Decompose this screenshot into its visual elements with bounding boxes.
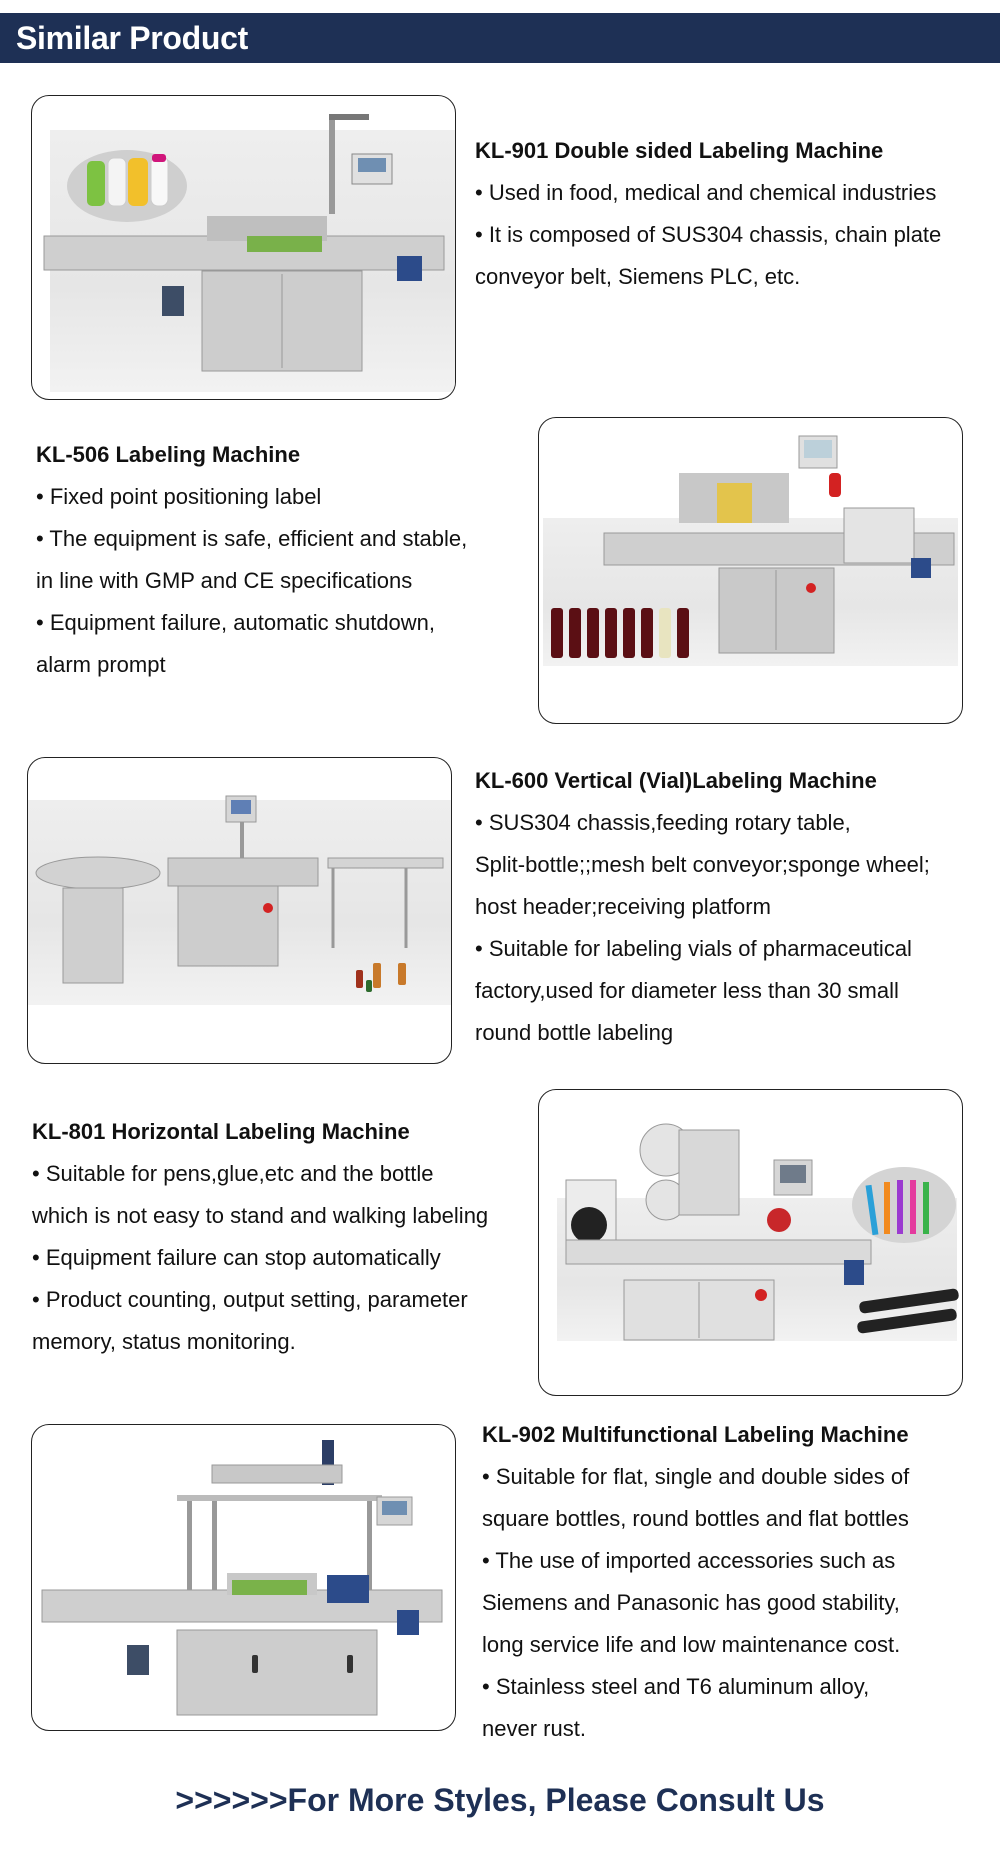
product-line: Siemens and Panasonic has good stability…	[482, 1590, 900, 1615]
product-line: • Suitable for pens,glue,etc and the bot…	[32, 1161, 434, 1186]
product-line: • Product counting, output setting, para…	[32, 1287, 468, 1312]
labeling-machine-illustration	[43, 114, 445, 372]
product-line: which is not easy to stand and walking l…	[32, 1203, 489, 1228]
product-description-kl506: KL-506 Labeling Machine • Fixed point po…	[36, 434, 536, 686]
labeling-machine-illustration	[551, 435, 955, 658]
product-line: • Suitable for labeling vials of pharmac…	[475, 936, 912, 961]
product-description-kl902: KL-902 Multifunctional Labeling Machine …	[482, 1414, 997, 1750]
product-title: KL-902 Multifunctional Labeling Machine	[482, 1422, 909, 1447]
product-line: in line with GMP and CE specifications	[36, 568, 413, 593]
labeling-machine-illustration	[565, 1123, 959, 1341]
product-line: memory, status monitoring.	[32, 1329, 296, 1354]
product-image-kl902[interactable]	[31, 1424, 456, 1731]
section-header: Similar Product	[0, 13, 1000, 63]
labeling-machine-illustration	[35, 795, 444, 992]
product-line: • The use of imported accessories such a…	[482, 1548, 896, 1573]
product-line: • Suitable for flat, single and double s…	[482, 1464, 910, 1489]
product-line: • It is composed of SUS304 chassis, chai…	[475, 222, 942, 247]
product-line: • Stainless steel and T6 aluminum alloy,	[482, 1674, 870, 1699]
product-line: • Fixed point positioning label	[36, 484, 322, 509]
product-line: alarm prompt	[36, 652, 166, 677]
product-description-kl600: KL-600 Vertical (Vial)Labeling Machine •…	[475, 760, 995, 1054]
labeling-machine-illustration	[41, 1440, 443, 1716]
product-description-kl801: KL-801 Horizontal Labeling Machine • Sui…	[32, 1111, 542, 1363]
product-line: round bottle labeling	[475, 1020, 674, 1045]
consult-us-link[interactable]: >>>>>>For More Styles, Please Consult Us	[175, 1782, 825, 1818]
product-line: Split-bottle;;mesh belt conveyor;sponge …	[475, 852, 930, 877]
product-line: • The equipment is safe, efficient and s…	[36, 526, 468, 551]
product-title: KL-901 Double sided Labeling Machine	[475, 138, 884, 163]
product-line: square bottles, round bottles and flat b…	[482, 1506, 909, 1531]
product-line: conveyor belt, Siemens PLC, etc.	[475, 264, 801, 289]
product-image-kl600[interactable]	[27, 757, 452, 1064]
product-title: KL-506 Labeling Machine	[36, 442, 301, 467]
product-line: never rust.	[482, 1716, 586, 1741]
product-image-kl801[interactable]	[538, 1089, 963, 1396]
product-line: • Equipment failure can stop automatical…	[32, 1245, 441, 1270]
product-line: host header;receiving platform	[475, 894, 771, 919]
product-title: KL-801 Horizontal Labeling Machine	[32, 1119, 410, 1144]
product-line: • Used in food, medical and chemical ind…	[475, 180, 937, 205]
product-image-kl901[interactable]	[31, 95, 456, 400]
product-title: KL-600 Vertical (Vial)Labeling Machine	[475, 768, 877, 793]
product-image-kl506[interactable]	[538, 417, 963, 724]
product-line: • Equipment failure, automatic shutdown,	[36, 610, 436, 635]
product-line: • SUS304 chassis,feeding rotary table,	[475, 810, 851, 835]
product-description-kl901: KL-901 Double sided Labeling Machine • U…	[475, 130, 995, 298]
product-line: factory,used for diameter less than 30 s…	[475, 978, 899, 1003]
section-title: Similar Product	[16, 20, 249, 56]
product-line: long service life and low maintenance co…	[482, 1632, 901, 1657]
